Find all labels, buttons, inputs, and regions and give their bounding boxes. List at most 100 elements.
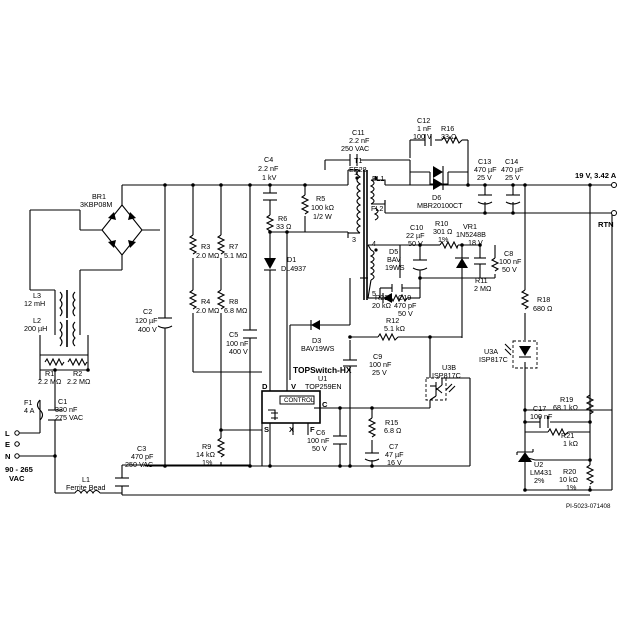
c19-value2: 50 V [398,309,413,318]
t1-fl2: FL2 [371,204,383,213]
t1-pin5: 5 [372,289,376,298]
c17-value: 100 nF [530,412,553,421]
d3-value: BAV19WS [301,344,335,353]
r22-value: 20 kΩ [372,301,392,310]
vr1-value1: 1N5248B [456,230,486,239]
r20-value1: 10 kΩ [559,475,579,484]
r8-value: 6.8 MΩ [224,306,248,315]
input-n-label: N [5,452,10,461]
ic-u1: TOPSwitch-HX U1 TOP259EN CONTROL D V C S… [261,365,352,435]
r5-value1: 100 kΩ [311,203,335,212]
c14-value2: 25 V [505,173,520,182]
bridge-rectifier-br1: BR1 3KBP08M [80,192,160,256]
l3-ref: L3 [33,291,41,300]
resistors-r1-r2: R1 2.2 MΩ R2 2.2 MΩ [38,357,91,386]
c8-value1: 100 nF [499,257,522,266]
u1-pin-x: X [289,425,294,434]
output-rectifier: C12 1 nF 100 V R16 33 Ω D6 MBR20100CT [413,116,463,210]
c2-ref: C2 [143,307,152,316]
input-e-label: E [5,440,10,449]
inductor-l3-l2: L3 12 mH L2 200 µH [24,290,76,347]
c13-ref: C13 [478,157,491,166]
secondary-feedback: R18 680 Ω U3A ISP817C C17 100 nF R19 68.… [479,289,595,492]
resistors-r3-r4: R3 2.0 MΩ R4 2.0 MΩ [188,234,220,315]
c9-ref: C9 [373,352,382,361]
c11-value1: 2.2 nF [349,136,370,145]
u3b-value: ISP817C [432,371,461,380]
c6-value1: 100 nF [307,436,330,445]
output-voltage-label: 19 V, 3.42 A [575,171,617,180]
resistor-r15: R15 6.8 Ω [367,417,402,438]
opto-u3b: U3B ISP817C [425,363,470,401]
r2-value: 2.2 MΩ [67,377,91,386]
l1-ref: L1 [82,475,90,484]
r1-value: 2.2 MΩ [38,377,62,386]
capacitor-c11: C11 2.2 nF 250 VAC [341,128,370,166]
c10-value1: 22 µF [406,231,425,240]
u1-pin-s: S [264,425,269,434]
c14-value1: 470 µF [501,165,524,174]
r18-ref: R18 [537,295,550,304]
vr1-value2: 18 V [468,238,483,247]
t1-fl1: FL1 [372,174,384,183]
fuse-f1: F1 4 A [24,398,44,421]
r5-ref: R5 [316,194,325,203]
d6-ref: D6 [432,193,441,202]
c11-value2: 250 VAC [341,144,369,153]
u3a-ref: U3A [484,347,498,356]
capacitor-c2: C2 120 µF 400 V [135,307,173,334]
c12-ref: C12 [417,116,430,125]
l1-value: Ferrite Bead [66,483,106,492]
output-terminals: 19 V, 3.42 A RTN [575,171,617,229]
br1-value: 3KBP08M [80,200,112,209]
resistors-r7-r8: R7 5.1 MΩ R8 6.8 MΩ [216,234,248,315]
r6-value: 33 Ω [276,222,292,231]
u3a-value: ISP817C [479,355,508,364]
clamp-c4-r6-d1: C4 2.2 nF 1 kV R6 33 Ω D1 DL4937 [258,155,306,273]
d3-ref: D3 [312,336,321,345]
u2-value1: LM431 [530,468,552,477]
r10-value1: 301 Ω [433,227,453,236]
r12-value: 5.1 kΩ [384,324,406,333]
c3-value1: 470 pF [131,452,154,461]
d5-value1: BAV [387,255,401,264]
c3-value2: 250 VAC [125,460,153,469]
c19-ref: C19 [398,293,411,302]
u1-control: CONTROL [284,397,315,404]
capacitor-c1: C1 330 nF 275 VAC [48,397,83,422]
wires [17,139,613,496]
t1-pin4: 4 [372,239,376,248]
r19-ref: R19 [560,395,573,404]
c13-value2: 25 V [477,173,492,182]
r9-value1: 14 kΩ [196,450,216,459]
l3-value: 12 mH [24,299,45,308]
c9-value1: 100 nF [369,360,392,369]
d5-ref: D5 [389,247,398,256]
capacitor-c7: C7 47 µF 16 V [364,442,404,467]
d5-value2: 19WS [385,263,405,272]
u1-pin-c: C [322,400,328,409]
input-terminals: L E N 90 - 265 VAC [5,429,34,483]
r4-value: 2.0 MΩ [196,306,220,315]
t1-pin3: 3 [352,235,356,244]
c10-value2: 50 V [408,239,423,248]
drawing-number: PI-5023-071408 [566,503,611,510]
r16-value: 33 Ω [441,132,457,141]
r7-ref: R7 [229,242,238,251]
u2-value2: 2% [534,476,545,485]
c12-value1: 1 nF [417,124,432,133]
output-return-label: RTN [598,220,614,229]
input-l-label: L [5,429,10,438]
c7-value2: 16 V [387,458,402,467]
capacitor-c5: C5 100 nF 400 V [226,329,257,356]
r9-value2: 1% [202,458,213,467]
l2-value: 200 µH [24,324,47,333]
u1-pin-d: D [262,382,268,391]
r21-value: 1 kΩ [563,439,579,448]
resistor-r5: R5 100 kΩ 1/2 W [300,194,335,221]
bias-network: C10 22 µF 50 V R10 301 Ω 1% VR1 1N5248B … [372,219,522,318]
t1-core: EE28 [349,165,367,174]
c10-ref: C10 [410,223,423,232]
c7-ref: C7 [389,442,398,451]
capacitor-c9: C9 100 nF 25 V [343,352,392,377]
